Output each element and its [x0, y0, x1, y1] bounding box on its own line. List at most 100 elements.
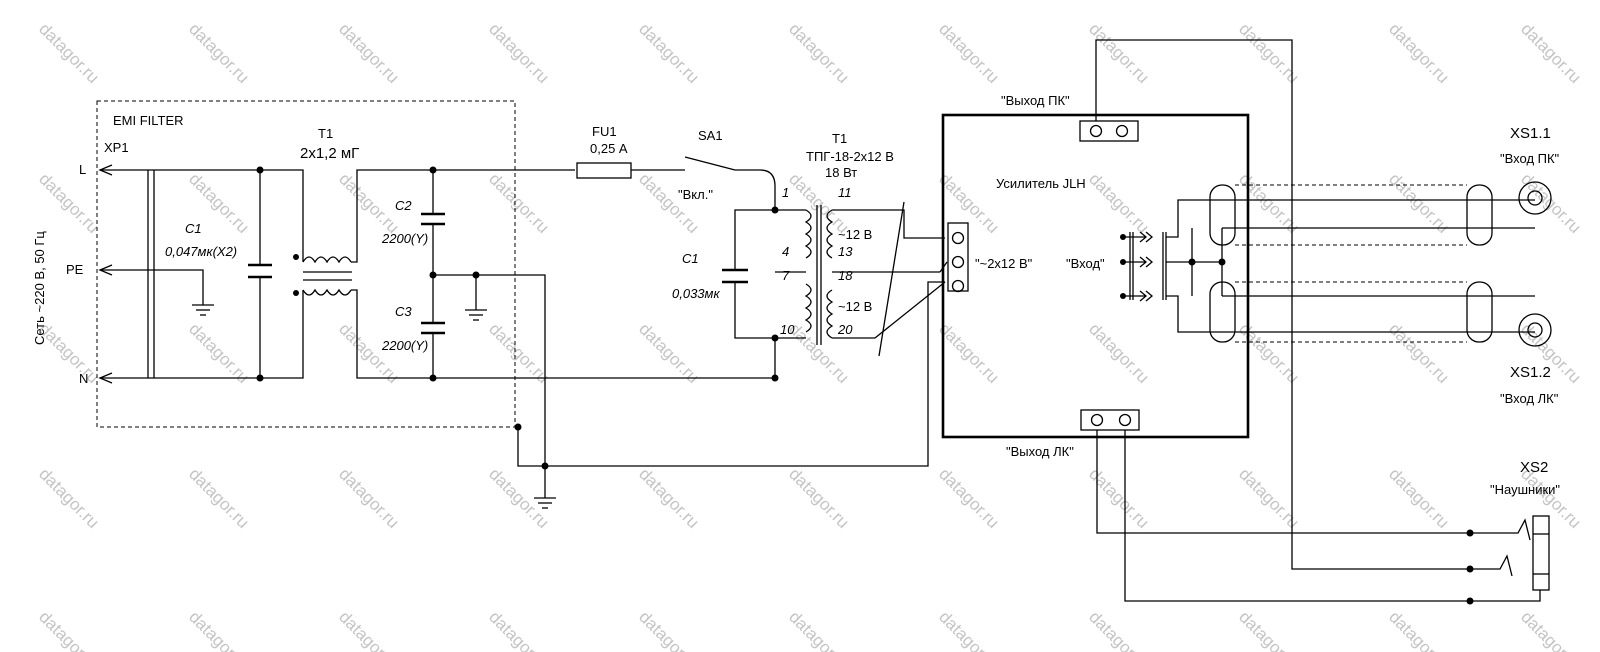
cable-shield [1209, 281, 1236, 343]
emi-filter-frame [96, 100, 516, 428]
junction-dot [771, 374, 779, 382]
watermark: datagor.ru [785, 464, 853, 532]
output-terminal-right [1079, 120, 1139, 142]
rca-jack-xs1-2-pin [1527, 322, 1543, 338]
watermark: datagor.ru [1235, 607, 1303, 652]
xs1-2-label: "Вход ЛК" [1500, 391, 1559, 406]
capacitor-c3-value: 2200(Y) [381, 338, 428, 353]
power-input-label: "~2х12 В" [975, 256, 1033, 271]
pin-7-label: 7 [782, 268, 790, 283]
capacitor-c1-ref: C1 [682, 251, 699, 266]
wire-switch-transformer [735, 169, 776, 210]
watermark: datagor.ru [1385, 19, 1453, 87]
choke-ref: T1 [318, 126, 333, 141]
junction-dot [256, 166, 264, 174]
wire-input-left [1166, 295, 1535, 333]
switch-ref: SA1 [698, 128, 723, 143]
rca-jack-xs1-2[interactable] [1518, 313, 1552, 347]
watermark: datagor.ru [335, 607, 403, 652]
output-left-label: "Выход ЛК" [1006, 444, 1074, 459]
watermark: datagor.ru [335, 19, 403, 87]
wire-primary-loop [734, 209, 775, 270]
xs2-label: "Наушники" [1490, 482, 1560, 497]
watermark: datagor.ru [1385, 464, 1453, 532]
watermark: datagor.ru [935, 19, 1003, 87]
watermark: datagor.ru [35, 169, 103, 237]
watermark: datagor.ru [935, 607, 1003, 652]
pin-n-label: N [79, 371, 88, 386]
cable-shield [1466, 281, 1493, 343]
junction-dot [1188, 258, 1196, 266]
headphone-jack-xs2[interactable] [1532, 515, 1550, 591]
watermark: datagor.ru [1385, 169, 1453, 237]
xs1-1-label: "Вход ПК" [1500, 151, 1560, 166]
xs2-ref: XS2 [1520, 459, 1548, 476]
watermark: datagor.ru [1085, 19, 1153, 87]
junction-dot [429, 374, 437, 382]
watermark: datagor.ru [485, 169, 553, 237]
watermark: datagor.ru [635, 319, 703, 387]
watermark: datagor.ru [185, 319, 253, 387]
watermark: datagor.ru [35, 607, 103, 652]
watermark: datagor.ru [935, 319, 1003, 387]
rca-jack-xs1-1-pin [1527, 190, 1543, 206]
wire-input-right [1166, 199, 1535, 238]
switch-sa1-blade [684, 156, 736, 171]
watermark: datagor.ru [35, 19, 103, 87]
wire-l-after-choke [351, 169, 575, 263]
xs1-2-ref: XS1.2 [1510, 364, 1551, 381]
pin-1-label: 1 [782, 185, 789, 200]
amplifier-block: Усилитель JLH "~2х12 В" "Вход" "Выход ПК… [941, 93, 1250, 459]
amplifier-frame [941, 113, 1250, 439]
watermark: datagor.ru [485, 607, 553, 652]
junction-dot [1466, 597, 1474, 605]
wire-output-left-a [1096, 430, 1470, 534]
secondary-2-voltage: ~12 В [838, 299, 872, 314]
watermark: datagor.ru [35, 464, 103, 532]
watermark: datagor.ru [935, 169, 1003, 237]
input-plug-arrow [1139, 290, 1154, 302]
capacitor-c2-value: 2200(Y) [381, 231, 428, 246]
mains-transformer: T1 ТПГ-18-2х12 В 18 Вт C1 0,033мк 1 4 7 … [672, 131, 948, 382]
capacitor-c1x-ref: C1 [185, 221, 202, 236]
watermark: datagor.ru [185, 464, 253, 532]
wire-secondary-to-amp [868, 209, 945, 239]
pin-20-label: 20 [837, 322, 853, 337]
watermark: datagor.ru [1385, 607, 1453, 652]
wire-primary-loop [734, 282, 775, 339]
watermark: datagor.ru [1517, 169, 1585, 237]
junction-dot [429, 166, 437, 174]
watermark: datagor.ru [635, 19, 703, 87]
ground-bus [514, 281, 945, 509]
pin-10-label: 10 [780, 322, 795, 337]
fuse-switch: FU1 0,25 А SA1 "Вкл." [576, 124, 776, 210]
cable-shield [1466, 184, 1493, 246]
wire-line-l [100, 169, 304, 262]
primary-winding-upper [804, 209, 812, 259]
amplifier-title: Усилитель JLH [996, 176, 1086, 191]
watermark: datagor.ru [1385, 319, 1453, 387]
junction-dot [514, 423, 522, 431]
pin-13-label: 13 [838, 244, 853, 259]
output-right-label: "Выход ПК" [1001, 93, 1070, 108]
secondary-winding-upper [826, 209, 834, 259]
watermark: datagor.ru [1517, 19, 1585, 87]
emi-filter: EMI FILTER T1 2х1,2 мГ C1 0,047мк(X2) [96, 100, 776, 498]
junction-dot [1218, 258, 1226, 266]
choke-value: 2х1,2 мГ [300, 145, 359, 162]
capacitor-c3-ref: C3 [395, 304, 412, 319]
capacitor-c2-ref: C2 [395, 198, 412, 213]
watermark: datagor.ru [485, 319, 553, 387]
choke-winding-top [302, 256, 352, 264]
watermark: datagor.ru [185, 19, 253, 87]
wire-ground-bus [517, 281, 945, 467]
rca-jack-xs1-1[interactable] [1518, 181, 1552, 215]
connector-xp1-ref: XP1 [104, 140, 129, 155]
watermark: datagor.ru [1517, 607, 1585, 652]
transformer-power: 18 Вт [825, 165, 857, 180]
choke-winding-bottom [302, 288, 352, 296]
headphone-jack-contact [1470, 554, 1513, 577]
input-plug-arrow [1139, 256, 1154, 268]
terminal-screw [951, 255, 965, 269]
